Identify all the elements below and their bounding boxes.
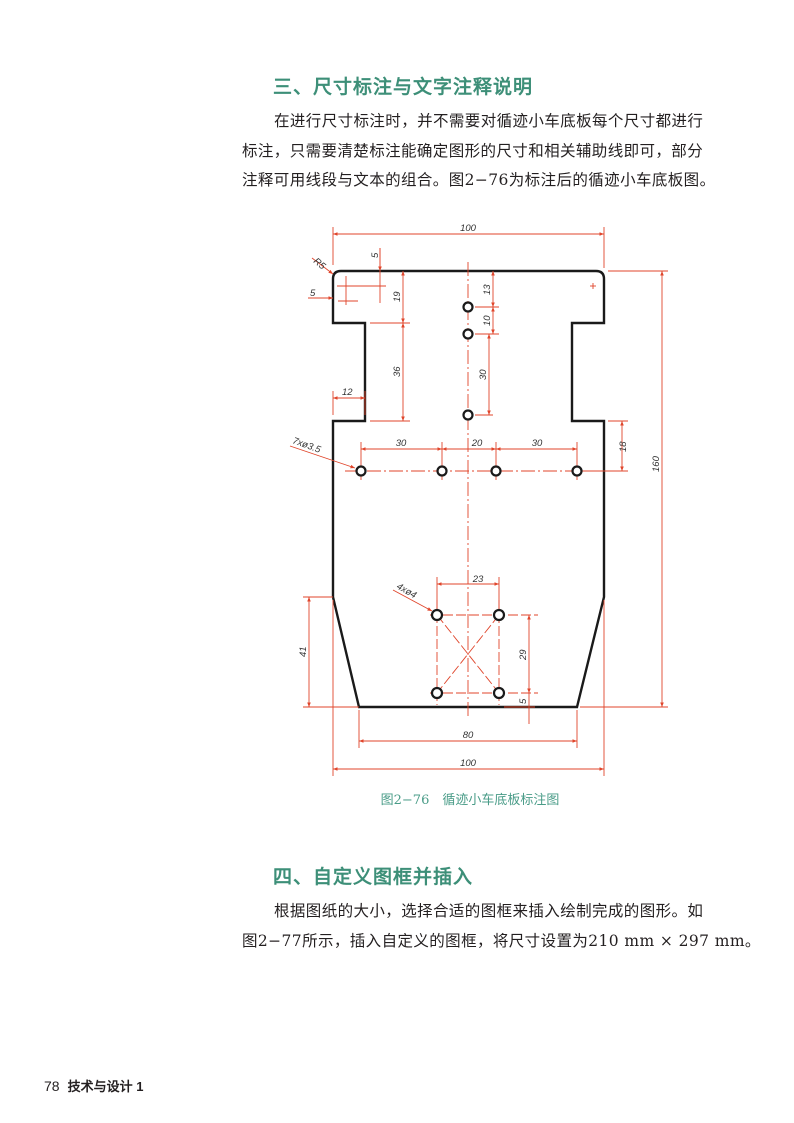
- paragraph: 根据图纸的大小，选择合适的图框来插入绘制完成的图形。如 图2−77所示，插入自定…: [242, 897, 761, 956]
- hole: [462, 301, 474, 313]
- paragraph-line: 标注，只需要清楚标注能确定图形的尺寸和相关辅助线即可，部分: [242, 141, 704, 160]
- hole: [436, 465, 448, 477]
- hole: [492, 608, 506, 622]
- dim-label: 100: [460, 223, 477, 234]
- book-title: 技术与设计 1: [67, 1079, 144, 1094]
- section-heading: 三、尺寸标注与文字注释说明: [273, 76, 534, 98]
- dim-label: R5: [311, 256, 328, 273]
- dim-label: 5: [518, 698, 529, 704]
- hole: [355, 465, 367, 477]
- paragraph-line: 根据图纸的大小，选择合适的图框来插入绘制完成的图形。如: [274, 902, 704, 920]
- dim-label: 5: [370, 252, 381, 258]
- hole: [492, 686, 506, 700]
- dim-label: 30: [396, 438, 407, 449]
- page-footer: 78 技术与设计 1: [44, 1076, 143, 1095]
- figure-caption: 图2−76 循迹小车底板标注图: [380, 793, 560, 808]
- section-heading: 四、自定义图框并插入: [273, 866, 474, 888]
- dim-label: 80: [463, 730, 474, 741]
- dim-label: 12: [342, 387, 353, 398]
- dim-label: 30: [532, 438, 543, 449]
- hole: [490, 465, 502, 477]
- dim-label: 36: [392, 366, 403, 377]
- paragraph-line: 注释可用线段与文本的组合。图2−76为标注后的循迹小车底板图。: [242, 171, 716, 189]
- dim-label: 7xø3.5: [291, 435, 323, 456]
- paragraph: 在进行尺寸标注时，并不需要对循迹小车底板每个尺寸都进行 标注，只需要清楚标注能确…: [242, 107, 722, 196]
- dim-label: 13: [482, 284, 493, 295]
- paragraph-line: 在进行尺寸标注时，并不需要对循迹小车底板每个尺寸都进行: [274, 112, 704, 130]
- dim-label: 160: [651, 455, 662, 472]
- dim-label: 19: [392, 291, 403, 302]
- dim-label: 100: [460, 758, 477, 769]
- page-number: 78: [44, 1078, 60, 1094]
- dim-label: 23: [472, 574, 484, 585]
- hole: [430, 608, 444, 622]
- dim-label: 20: [471, 438, 483, 449]
- dim-label: 30: [478, 369, 489, 380]
- hole: [430, 686, 444, 700]
- paragraph-line: 图2−77所示，插入自定义的图框，将尺寸设置为210 mm × 297 mm。: [242, 931, 761, 950]
- hole: [571, 465, 583, 477]
- dim-label: 10: [482, 315, 493, 326]
- hole: [462, 328, 474, 340]
- dim-label: 5: [310, 288, 316, 299]
- dim-label: 41: [298, 646, 309, 657]
- dim-label: 29: [518, 649, 529, 661]
- dim-label: 4xø4: [395, 581, 419, 601]
- hole: [462, 409, 474, 421]
- dim-label: 18: [618, 441, 629, 452]
